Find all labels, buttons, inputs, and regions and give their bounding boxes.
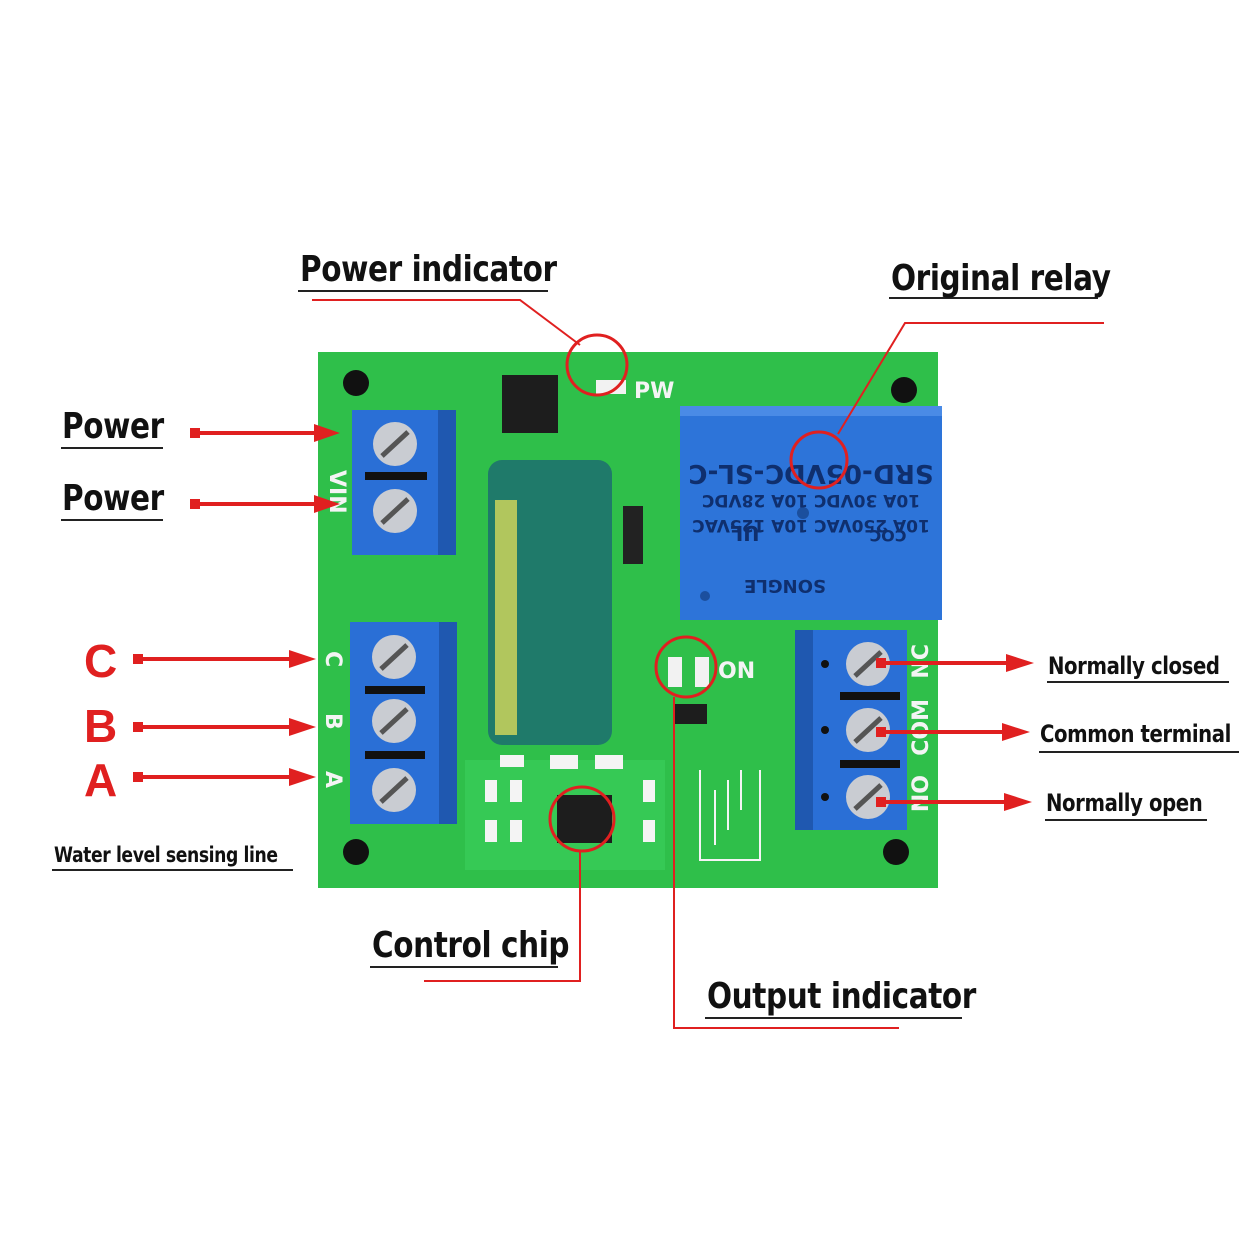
left-arrows bbox=[133, 424, 340, 786]
abc-terminal-block bbox=[350, 622, 457, 824]
vin-terminal-block bbox=[352, 410, 456, 555]
a-label: A bbox=[84, 754, 118, 806]
relay-terminal-block bbox=[795, 630, 907, 830]
pw-led bbox=[596, 380, 626, 394]
rectifier-chip bbox=[502, 375, 558, 433]
relay-brand-text: SONGLE bbox=[744, 575, 826, 596]
original-relay-label: Original relay bbox=[891, 258, 1111, 299]
capacitor bbox=[488, 460, 612, 745]
silk-pw: PW bbox=[634, 379, 674, 404]
on-resistor bbox=[695, 657, 709, 687]
relay-callout-circle bbox=[789, 430, 849, 490]
power-indicator-label: Power indicator bbox=[300, 249, 557, 290]
diode bbox=[623, 506, 643, 564]
silk-a: A bbox=[320, 771, 345, 788]
silk-c: C bbox=[320, 651, 345, 667]
b-label: B bbox=[84, 700, 118, 752]
silk-b: B bbox=[320, 713, 345, 730]
relay-ul-text: UL bbox=[730, 521, 759, 545]
power-indicator-leader bbox=[312, 299, 581, 346]
relay-model-text: SRD-05VDC-SL-C bbox=[688, 458, 933, 488]
output-indicator-callout-circle bbox=[654, 635, 718, 699]
on-led bbox=[668, 657, 682, 687]
right-arrows bbox=[876, 654, 1034, 811]
output-indicator-label: Output indicator bbox=[707, 976, 976, 1017]
relay-rating-1: 10A 30VDC 10A 28VDC bbox=[702, 490, 920, 510]
water-level-silk-icon bbox=[699, 770, 761, 861]
label-underlines bbox=[52, 290, 1239, 1019]
control-chip-leader bbox=[424, 851, 581, 982]
silk-no: NO bbox=[909, 775, 934, 812]
relay-rating-2: 10A 250VAC 10A 125VAC bbox=[692, 515, 930, 535]
normally-open-label: Normally open bbox=[1046, 789, 1203, 817]
power-label-2: Power bbox=[62, 478, 164, 519]
silk-com: COM bbox=[909, 699, 934, 756]
water-level-label: Water level sensing line bbox=[54, 843, 278, 867]
transistor bbox=[675, 704, 707, 724]
power-label-1: Power bbox=[62, 406, 164, 447]
control-chip-label: Control chip bbox=[372, 925, 570, 966]
control-chip-callout-circle bbox=[548, 785, 616, 853]
power-indicator-callout-circle bbox=[565, 333, 629, 397]
smd-components bbox=[485, 755, 655, 842]
silk-on: ON bbox=[718, 659, 755, 684]
normally-closed-label: Normally closed bbox=[1048, 652, 1220, 680]
relay-cert-text: CQC bbox=[869, 526, 906, 545]
output-indicator-leader bbox=[673, 697, 899, 1029]
common-terminal-label: Common terminal bbox=[1040, 720, 1231, 748]
relay bbox=[680, 406, 942, 620]
control-chip bbox=[557, 795, 612, 843]
relay-leader bbox=[837, 322, 1104, 435]
c-label: C bbox=[84, 635, 118, 687]
